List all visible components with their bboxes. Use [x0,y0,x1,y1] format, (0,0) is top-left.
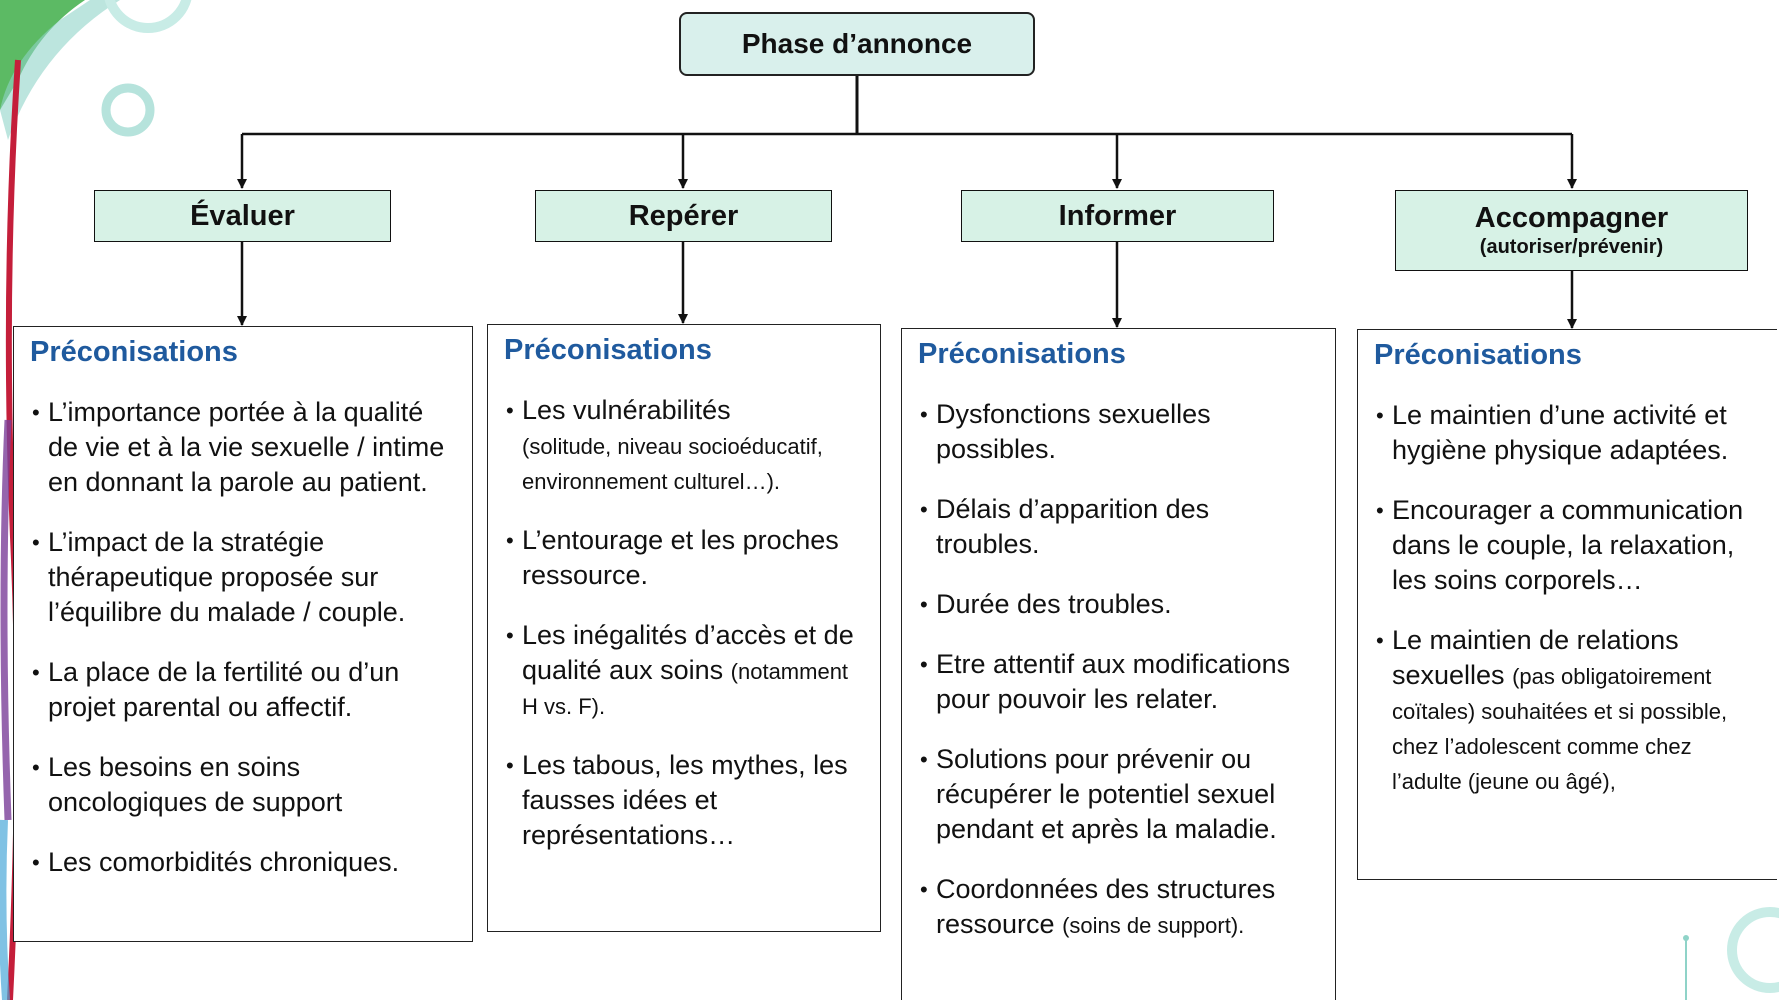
panel-title: Préconisations [30,336,238,368]
decor-blue-curve [0,819,10,1000]
preconisation-list: Le maintien d’une activité et hygiène ph… [1374,398,1761,798]
step-node-reperer: Repérer [535,190,832,242]
list-item: Les besoins en soins oncologiques de sup… [30,750,456,820]
item-detail: (notamment H vs. F). [522,659,849,719]
list-item: Solutions pour prévenir ou récupérer le … [918,742,1319,847]
list-item: Les comorbidités chroniques. [30,845,456,880]
panel-accompagner: Préconisations Le maintien d’une activit… [1357,329,1777,880]
step-label: Repérer [628,199,739,232]
item-detail: (solitude, niveau socioéducatif, environ… [522,434,823,494]
panel-evaluer: Préconisations L’importance portée à la … [13,326,473,942]
list-item: Le maintien de relations sexuelles (pas … [1374,623,1761,798]
list-item: Les inégalités d’accès et de qualité aux… [504,618,864,723]
list-item: Encourager a communication dans le coupl… [1374,493,1761,598]
step-label: Accompagner [1474,202,1669,235]
decor-green-swoosh [0,0,85,110]
root-node-label: Phase d’annonce [741,28,973,59]
list-item: La place de la fertilité ou d’un projet … [30,655,456,725]
item-detail: (pas obligatoirement coïtales) souhaitée… [1392,664,1728,794]
panel-title: Préconisations [504,334,712,366]
step-node-accompagner: Accompagner (autoriser/prévenir) [1395,190,1748,271]
list-item: Délais d’apparition des troubles. [918,492,1319,562]
list-item: Etre attentif aux modifications pour pou… [918,647,1319,717]
list-item: Les tabous, les mythes, les fausses idée… [504,748,864,853]
list-item: Durée des troubles. [918,587,1319,622]
decor-purple-curve [0,419,12,821]
list-item: L’impact de la stratégie thérapeutique p… [30,525,456,630]
decor-top-ring [104,0,192,33]
list-item: L’importance portée à la qualité de vie … [30,395,456,500]
list-item: Dysfonctions sexuelles possibles. [918,397,1319,467]
panel-title: Préconisations [918,338,1126,370]
decor-bottom-ring [1727,907,1779,993]
panel-reperer: Préconisations Les vulnérabilités(solitu… [487,324,881,932]
step-label: Évaluer [190,199,295,232]
list-item: Coordonnées des structures ressource (so… [918,872,1319,942]
step-node-evaluer: Évaluer [94,190,391,242]
decor-stem-dot [1683,935,1689,941]
panel-title: Préconisations [1374,339,1582,371]
root-node-phase-annonce: Phase d’annonce [679,12,1035,76]
preconisation-list: L’importance portée à la qualité de vie … [30,395,456,880]
decor-teal-ring [101,83,155,137]
step-label: Informer [1058,199,1177,232]
preconisation-list: Les vulnérabilités(solitude, niveau soci… [504,393,864,853]
list-item: Les vulnérabilités(solitude, niveau soci… [504,393,864,498]
list-item: Le maintien d’une activité et hygiène ph… [1374,398,1761,468]
item-detail: (soins de support). [1062,913,1245,938]
step-sublabel: (autoriser/prévenir) [1479,235,1664,258]
step-node-informer: Informer [961,190,1274,242]
list-item: L’entourage et les proches ressource. [504,523,864,593]
preconisation-list: Dysfonctions sexuelles possibles. Délais… [918,397,1319,942]
panel-informer: Préconisations Dysfonctions sexuelles po… [901,328,1336,1000]
